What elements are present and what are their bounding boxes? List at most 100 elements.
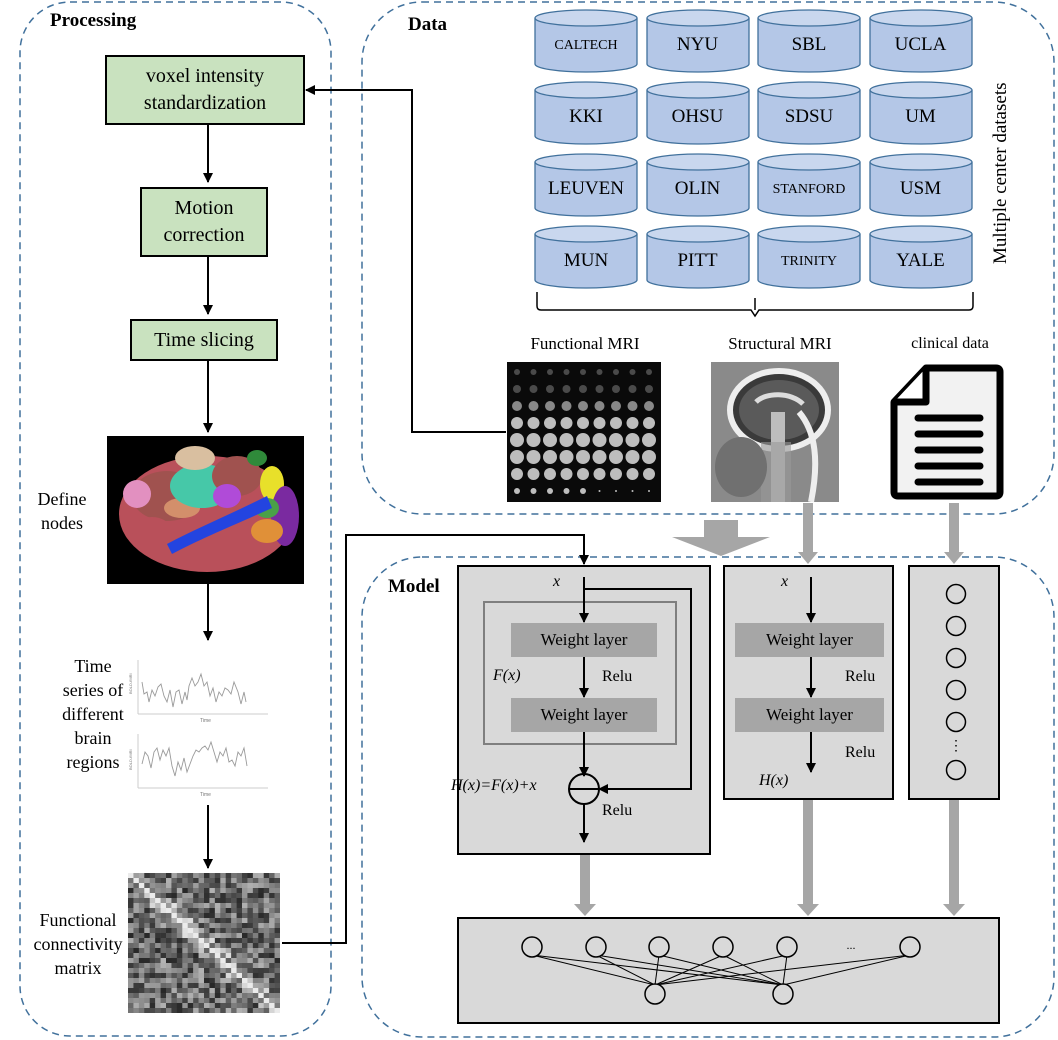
matrix-cell xyxy=(166,873,172,879)
matrix-cell xyxy=(236,893,243,899)
ylabel-text: BOLD-fMRI xyxy=(128,673,133,694)
matrix-cell xyxy=(128,913,134,919)
matrix-cell xyxy=(171,953,178,959)
matrix-cell xyxy=(198,948,205,954)
matrix-cell xyxy=(225,983,232,989)
fusion-link xyxy=(654,954,788,986)
matrix-cell xyxy=(269,943,275,949)
matrix-cell xyxy=(247,928,254,934)
matrix-cell xyxy=(193,1008,199,1013)
matrix-cell xyxy=(198,963,205,969)
fmri-slice xyxy=(563,369,570,375)
matrix-cell xyxy=(247,1008,254,1013)
matrix-cell xyxy=(160,998,167,1004)
matrix-cell xyxy=(133,1003,140,1009)
matrix-cell xyxy=(252,983,259,989)
fmri-slice xyxy=(645,385,653,393)
matrix-cell xyxy=(263,998,270,1004)
matrix-cell xyxy=(133,943,140,949)
matrix-cell xyxy=(209,983,216,989)
matrix-cell xyxy=(133,883,140,889)
matrix-cell xyxy=(198,883,205,889)
matrix-cell xyxy=(236,873,243,879)
matrix-cell xyxy=(231,873,237,879)
matrix-cell xyxy=(176,973,183,979)
matrix-cell xyxy=(252,948,259,954)
matrix-cell xyxy=(214,968,221,974)
clinical-node xyxy=(945,647,967,669)
fmri-slice xyxy=(511,468,523,480)
matrix-cell xyxy=(171,893,178,899)
matrix-cell xyxy=(242,988,248,994)
matrix-cell xyxy=(252,888,259,894)
matrix-cell xyxy=(274,988,280,994)
clinical-node xyxy=(945,711,967,733)
matrix-cell xyxy=(160,943,167,949)
matrix-cell xyxy=(149,983,156,989)
center-name: USM xyxy=(899,178,942,199)
matrix-cell xyxy=(128,918,134,924)
matrix-cell xyxy=(209,988,216,994)
matrix-cell xyxy=(225,968,232,974)
center-name: SBL xyxy=(791,34,827,55)
matrix-cell xyxy=(214,983,221,989)
matrix-cell xyxy=(225,883,232,889)
matrix-cell xyxy=(176,878,183,884)
matrix-cell xyxy=(149,1008,156,1013)
label-line: connectivity xyxy=(33,934,123,954)
center-dataset-cylinder: LEUVEN xyxy=(534,152,638,218)
center-dataset-cylinder: UM xyxy=(868,80,973,146)
matrix-cell xyxy=(144,958,151,964)
matrix-cell xyxy=(128,958,134,964)
matrix-cell xyxy=(225,973,232,979)
matrix-cell xyxy=(138,973,145,979)
matrix-cell xyxy=(242,963,248,969)
step-label: Time slicing xyxy=(154,328,254,351)
matrix-cell xyxy=(209,968,216,974)
matrix-cell xyxy=(149,973,156,979)
matrix-cell xyxy=(128,928,134,934)
fmri-slice xyxy=(514,488,520,494)
matrix-cell xyxy=(128,938,134,944)
fmri-slice xyxy=(526,450,541,464)
matrix-cell xyxy=(274,968,280,974)
matrix-cell xyxy=(252,923,259,929)
matrix-cell xyxy=(128,893,134,899)
matrix-cell xyxy=(214,953,221,959)
matrix-cell xyxy=(214,873,221,879)
matrix-cell xyxy=(138,908,145,914)
matrix-cell xyxy=(209,903,216,909)
matrix-cell xyxy=(138,1008,145,1013)
matrix-cell xyxy=(225,908,232,914)
fmri-slice xyxy=(595,385,604,393)
matrix-cell xyxy=(193,893,199,899)
matrix-cell xyxy=(193,948,199,954)
matrix-cell xyxy=(225,1008,232,1013)
matrix-cell xyxy=(155,933,161,939)
weight-layer-1: Weight layer xyxy=(735,623,884,657)
matrix-cell xyxy=(269,913,275,919)
matrix-cell xyxy=(149,923,156,929)
fmri-slice xyxy=(577,417,589,429)
matrix-cell xyxy=(176,948,183,954)
matrix-cell xyxy=(182,978,189,984)
ellipsis-text: ⋮ xyxy=(949,739,963,754)
matrix-cell xyxy=(138,963,145,969)
matrix-cell xyxy=(258,988,265,994)
output-h-label: H(x) xyxy=(759,772,788,790)
matrix-cell xyxy=(247,1003,254,1009)
fmri-slice xyxy=(526,433,541,447)
matrix-cell xyxy=(204,943,210,949)
center-dataset-cylinder: UCLA xyxy=(868,8,973,74)
matrix-cell xyxy=(182,928,189,934)
matrix-cell xyxy=(160,988,167,994)
matrix-cell xyxy=(187,943,194,949)
matrix-cell xyxy=(242,913,248,919)
matrix-cell xyxy=(204,953,210,959)
matrix-cell xyxy=(258,893,265,899)
matrix-cell xyxy=(128,993,134,999)
matrix-cell xyxy=(242,958,248,964)
matrix-cell xyxy=(231,943,237,949)
fmri-slice xyxy=(646,369,652,375)
